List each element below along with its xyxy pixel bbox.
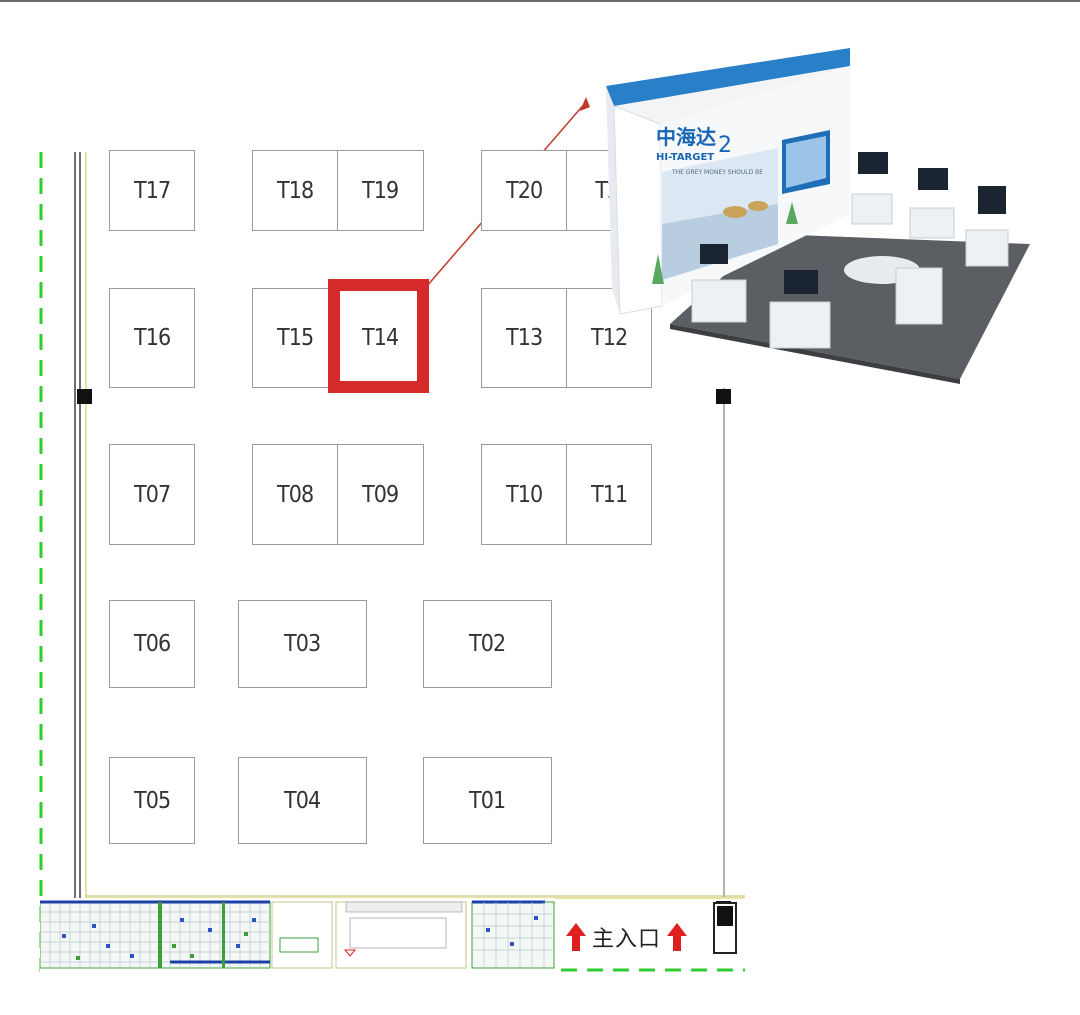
booth-t11[interactable]: T11 bbox=[566, 444, 652, 545]
kiosk bbox=[769, 270, 831, 349]
kiosk bbox=[965, 186, 1009, 267]
booth-t19[interactable]: T19 bbox=[337, 150, 424, 231]
brand-cn-text: 中海达 bbox=[656, 125, 716, 149]
slogan-text: THE GREY MONEY SHOULD BE bbox=[671, 169, 763, 176]
arrow-up-icon bbox=[667, 923, 688, 951]
booth-t06[interactable]: T06 bbox=[109, 600, 195, 688]
booth-t07[interactable]: T07 bbox=[109, 444, 195, 545]
entrance-door bbox=[713, 902, 737, 954]
brand-en-text: HI-TARGET bbox=[656, 152, 714, 163]
booth-t15[interactable]: T15 bbox=[252, 288, 338, 388]
kiosk bbox=[691, 244, 747, 323]
pillar-left bbox=[77, 389, 92, 404]
arrow-up-icon bbox=[566, 923, 586, 951]
pillar-right bbox=[716, 389, 731, 404]
service-area-strip bbox=[40, 898, 555, 974]
main-entrance: 主入口 bbox=[566, 920, 688, 954]
top-border bbox=[0, 0, 1080, 2]
booth-t13[interactable]: T13 bbox=[481, 288, 567, 388]
booth-t04[interactable]: T04 bbox=[238, 757, 367, 844]
kiosk bbox=[851, 152, 893, 225]
booth-t17[interactable]: T17 bbox=[109, 150, 195, 231]
entrance-label: 主入口 bbox=[592, 927, 662, 952]
booth-t16[interactable]: T16 bbox=[109, 288, 195, 388]
booth-t14[interactable]: T14 bbox=[337, 288, 424, 388]
anniversary-mark: 2 bbox=[718, 133, 732, 158]
booth-3d-render: 中海达 HI-TARGET 2 THE GREY MONEY SHOULD BE bbox=[606, 48, 1030, 384]
booth-t08[interactable]: T08 bbox=[252, 444, 338, 545]
booth-t20[interactable]: T20 bbox=[481, 150, 567, 231]
booth-t09[interactable]: T09 bbox=[337, 444, 424, 545]
booth-highlight bbox=[328, 279, 429, 393]
booth-t02[interactable]: T02 bbox=[423, 600, 552, 688]
booth-t01[interactable]: T01 bbox=[423, 757, 552, 844]
kiosk bbox=[909, 168, 955, 239]
booth-t18[interactable]: T18 bbox=[252, 150, 338, 231]
booth-t03[interactable]: T03 bbox=[238, 600, 367, 688]
booth-t10[interactable]: T10 bbox=[481, 444, 567, 545]
booth-t05[interactable]: T05 bbox=[109, 757, 195, 844]
